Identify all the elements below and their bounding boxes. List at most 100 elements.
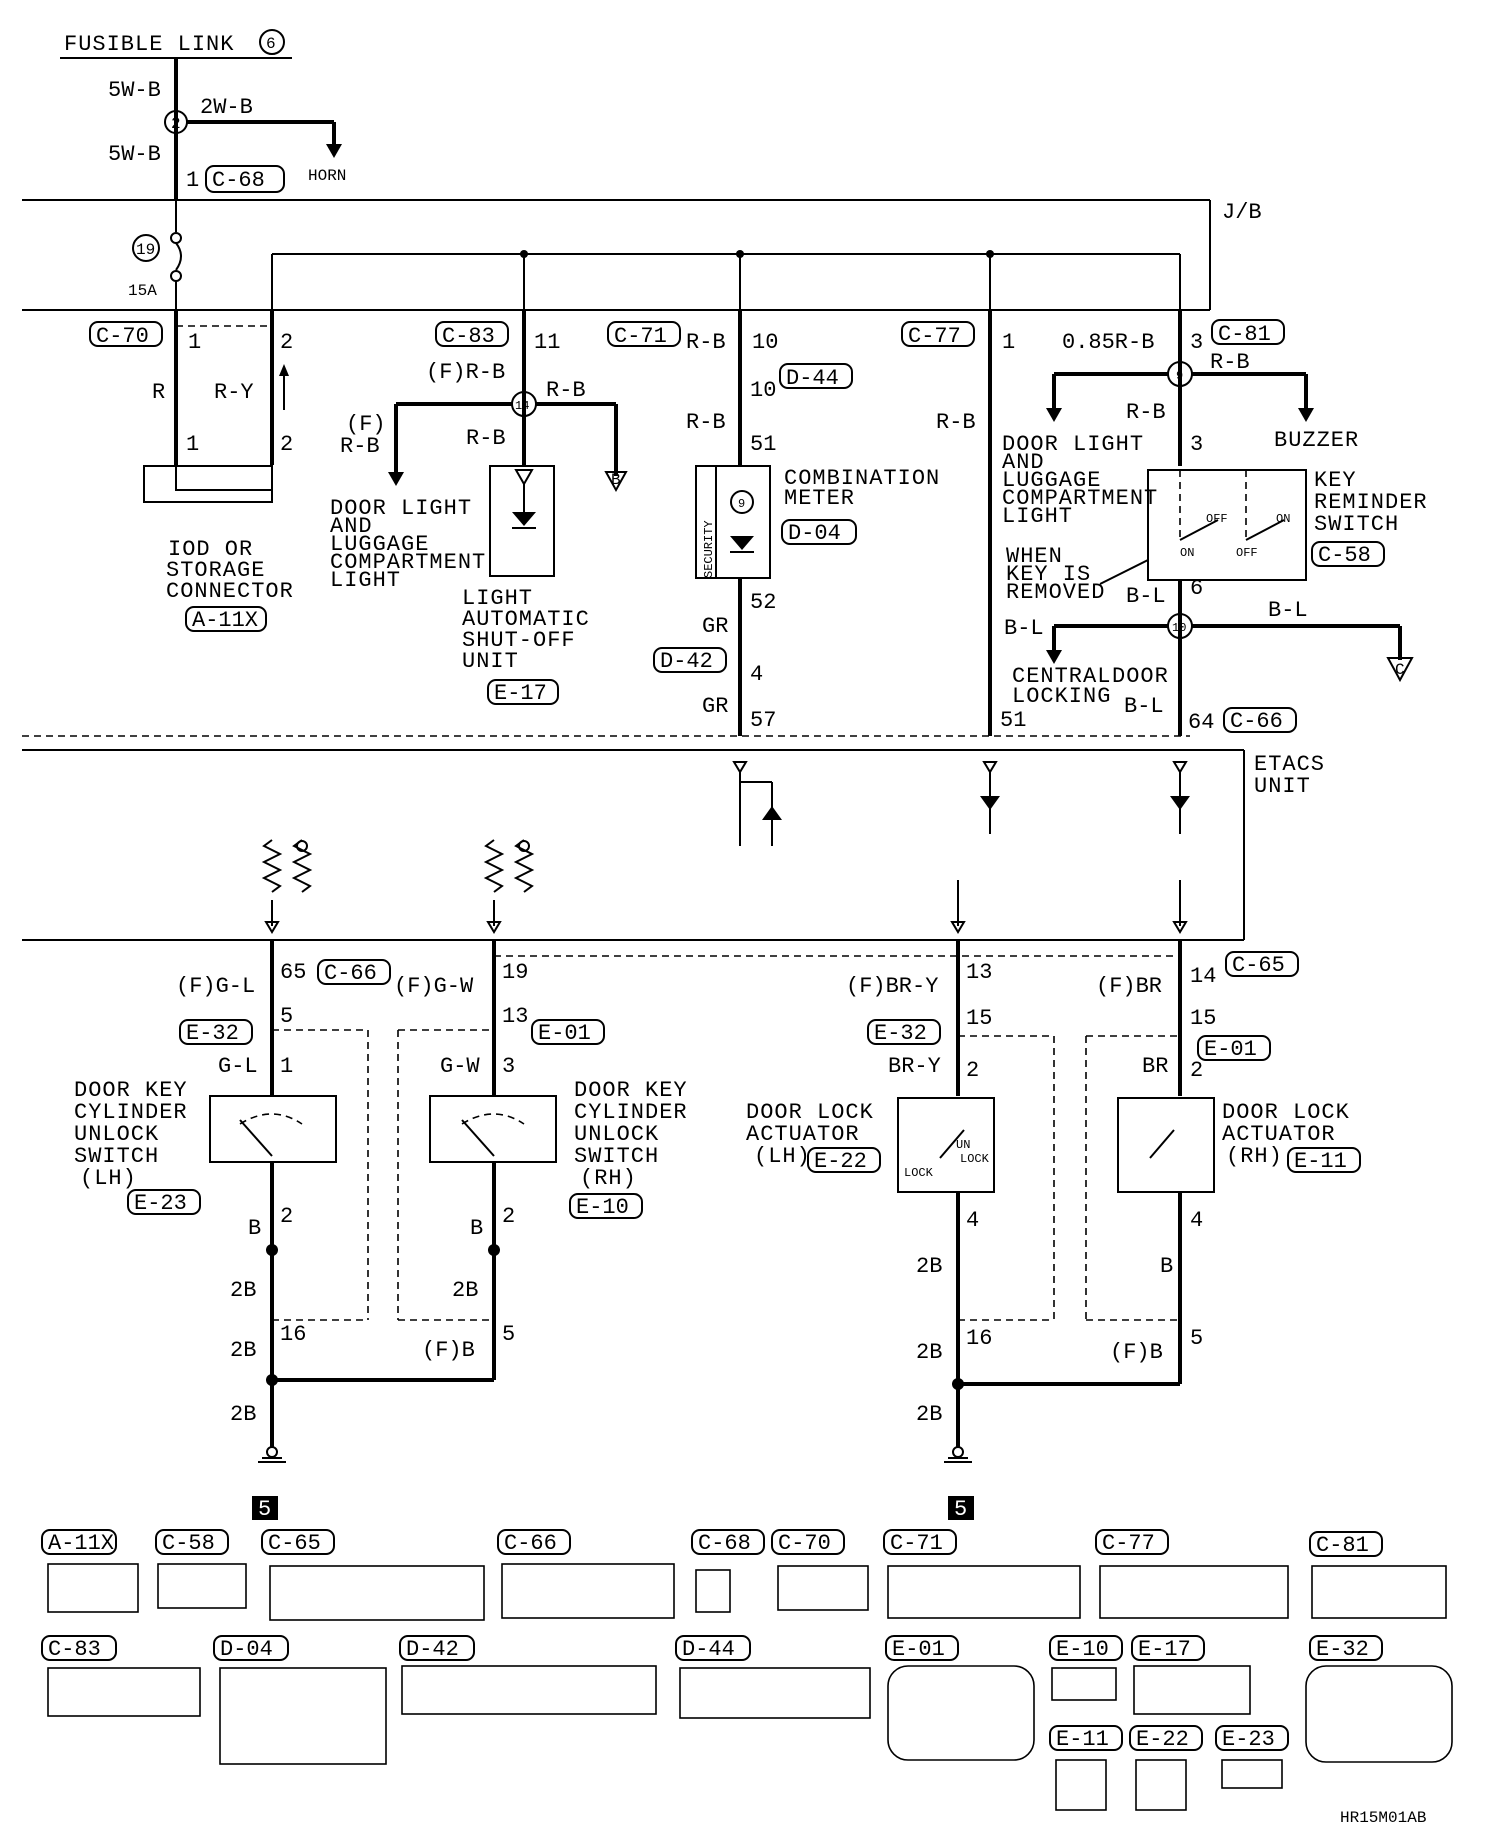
- wire-5wb-top: 5W-B: [108, 78, 161, 103]
- combination-meter: R-B 10 D-44 R-B 51 SECURITY 9 COMBINATIO…: [653, 310, 939, 736]
- svg-text:OFF: OFF: [1206, 512, 1228, 526]
- svg-text:LOCKING: LOCKING: [1012, 684, 1111, 709]
- svg-text:B: B: [1160, 1254, 1173, 1279]
- svg-text:CYLINDER: CYLINDER: [574, 1100, 688, 1125]
- svg-text:E-23: E-23: [134, 1191, 187, 1216]
- svg-text:GR: GR: [702, 694, 728, 719]
- svg-text:0.85R-B: 0.85R-B: [1062, 330, 1154, 355]
- svg-text:R-B: R-B: [1126, 400, 1166, 425]
- svg-text:4: 4: [750, 662, 763, 687]
- svg-text:9: 9: [1176, 369, 1183, 383]
- tag-c77: C-77: [908, 324, 961, 349]
- svg-text:D-42: D-42: [660, 649, 713, 674]
- junction-block: J/B 19 15A: [22, 199, 1262, 311]
- svg-text:1: 1: [1002, 330, 1015, 355]
- svg-text:ON: ON: [1180, 546, 1194, 560]
- svg-text:E-01: E-01: [892, 1637, 945, 1662]
- c68-pin: 1: [186, 168, 199, 193]
- svg-text:DOOR LIGHT: DOOR LIGHT: [1002, 432, 1144, 457]
- rh-key-switch-box: [429, 1095, 557, 1163]
- svg-text:E-23: E-23: [1222, 1727, 1275, 1752]
- svg-text:E-22: E-22: [1136, 1727, 1189, 1752]
- svg-text:(RH): (RH): [1226, 1144, 1283, 1169]
- svg-text:LUGGAGE: LUGGAGE: [1002, 468, 1101, 493]
- svg-text:2B: 2B: [452, 1278, 478, 1303]
- iod-code: A-11X: [192, 608, 258, 633]
- svg-text:14: 14: [1190, 964, 1216, 989]
- svg-text:SECURITY: SECURITY: [702, 520, 716, 578]
- svg-text:10: 10: [752, 330, 778, 355]
- svg-text:2: 2: [1190, 1058, 1203, 1083]
- svg-text:ETACS: ETACS: [1254, 752, 1325, 777]
- fuse-terminal-top: [170, 232, 182, 244]
- svg-text:SWITCH: SWITCH: [574, 1144, 659, 1169]
- fuse-amp: 15A: [128, 282, 157, 300]
- fusible-link-section: FUSIBLE LINK 6 5W-B 5W-B 2 2W-B HORN 1 C…: [60, 29, 346, 200]
- svg-text:3: 3: [1190, 330, 1203, 355]
- key-reminder-switch: 0.85R-B 9 R-B BUZZER R-B 3 DOOR LIGHT AN…: [1002, 310, 1427, 736]
- svg-text:D-04: D-04: [788, 521, 841, 546]
- svg-text:5: 5: [954, 1497, 967, 1522]
- splice-2-label: 2: [171, 115, 181, 133]
- svg-text:(RH): (RH): [580, 1166, 637, 1191]
- svg-text:B: B: [611, 471, 621, 489]
- svg-text:E-32: E-32: [186, 1021, 239, 1046]
- svg-text:IOD OR: IOD OR: [168, 537, 253, 562]
- svg-text:3: 3: [502, 1054, 515, 1079]
- svg-text:LUGGAGE: LUGGAGE: [330, 532, 429, 557]
- svg-text:16: 16: [280, 1322, 306, 1347]
- svg-text:E-11: E-11: [1294, 1149, 1347, 1174]
- fuse-number-circle: [132, 234, 160, 262]
- svg-text:(F)BR: (F)BR: [1096, 974, 1162, 999]
- horn-label: HORN: [308, 167, 346, 185]
- svg-text:10: 10: [1172, 621, 1186, 635]
- svg-text:C-77: C-77: [1102, 1531, 1155, 1556]
- svg-text:2B: 2B: [916, 1254, 942, 1279]
- svg-text:51: 51: [1000, 708, 1026, 733]
- svg-text:C-68: C-68: [698, 1531, 751, 1556]
- svg-text:AUTOMATIC: AUTOMATIC: [462, 607, 590, 632]
- svg-text:(F)G-L: (F)G-L: [176, 974, 255, 999]
- central-locking-wire: R-B 51 CENTRAL LOCKING DOOR B-L: [936, 310, 1168, 736]
- svg-text:C-71: C-71: [890, 1531, 943, 1556]
- connector-views: A-11X C-58 C-65 C-66 C-68 C-70 C-71 C-77…: [41, 1529, 1453, 1827]
- svg-text:BR-Y: BR-Y: [888, 1054, 941, 1079]
- svg-text:5: 5: [1190, 1326, 1203, 1351]
- svg-text:GR: GR: [702, 614, 728, 639]
- lh-key-switch-box: [209, 1095, 337, 1163]
- svg-text:1: 1: [188, 330, 201, 355]
- svg-text:C-58: C-58: [1318, 543, 1371, 568]
- etacs-unit: ETACS UNIT: [22, 735, 1325, 941]
- svg-text:D-44: D-44: [786, 366, 839, 391]
- svg-text:C-66: C-66: [324, 961, 377, 986]
- svg-text:1: 1: [186, 432, 199, 457]
- fuse-number: 19: [136, 241, 155, 259]
- upper-connector-tags: C-70 1 2 C-83 11 C-71 10 C-77 1 3 C-81: [89, 319, 1285, 355]
- svg-text:C-81: C-81: [1316, 1533, 1369, 1558]
- svg-text:51: 51: [750, 432, 776, 457]
- svg-text:(F)B: (F)B: [1110, 1340, 1163, 1365]
- svg-text:DOOR KEY: DOOR KEY: [574, 1078, 688, 1103]
- ground-wiring: B 2 B 2 2B 2B 16 2B (F)B 5 2B 5 4 B 4 2B…: [230, 1162, 1203, 1522]
- svg-text:R-B: R-B: [936, 410, 976, 435]
- svg-text:(LH): (LH): [754, 1144, 811, 1169]
- svg-text:SHUT-OFF: SHUT-OFF: [462, 628, 576, 653]
- svg-text:ON: ON: [1276, 512, 1290, 526]
- svg-text:2: 2: [280, 1204, 293, 1229]
- svg-text:C-66: C-66: [1230, 709, 1283, 734]
- svg-text:2B: 2B: [916, 1402, 942, 1427]
- svg-text:C-58: C-58: [162, 1531, 215, 1556]
- c68-label: C-68: [212, 168, 265, 193]
- svg-text:4: 4: [1190, 1208, 1203, 1233]
- fuse-terminal-bottom: [170, 270, 182, 282]
- svg-text:(LH): (LH): [80, 1166, 137, 1191]
- svg-text:E-32: E-32: [1316, 1637, 1369, 1662]
- c68-tag: [205, 165, 285, 193]
- svg-text:D-42: D-42: [406, 1637, 459, 1662]
- tag-c71: C-71: [614, 324, 667, 349]
- svg-text:C-70: C-70: [778, 1531, 831, 1556]
- svg-text:A-11X: A-11X: [48, 1531, 114, 1556]
- svg-text:UNLOCK: UNLOCK: [574, 1122, 659, 1147]
- svg-text:UN: UN: [956, 1138, 970, 1152]
- svg-text:METER: METER: [784, 486, 855, 511]
